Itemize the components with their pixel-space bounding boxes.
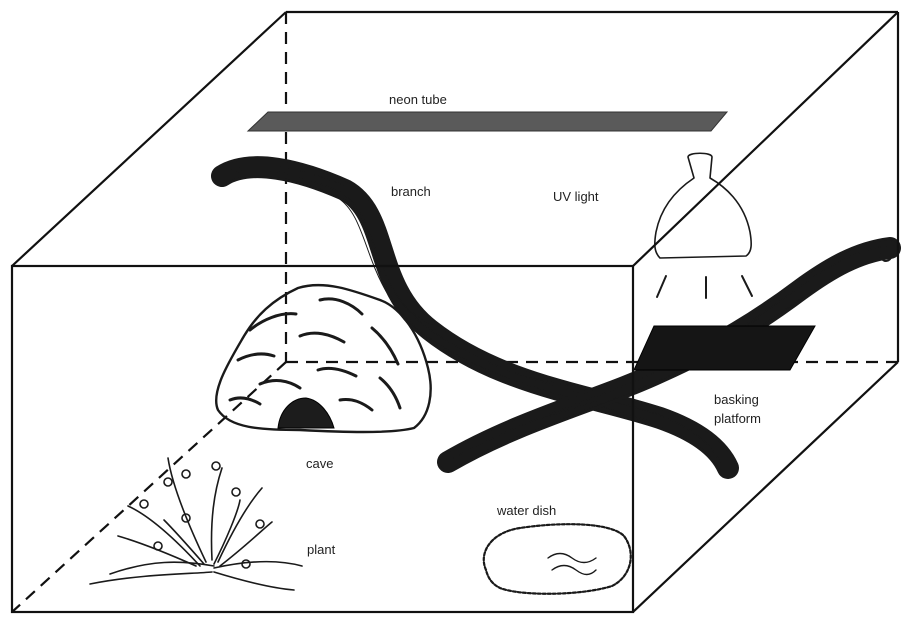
basking-platform xyxy=(634,326,815,370)
uv-ray-right xyxy=(742,276,752,296)
plant-flower xyxy=(182,470,190,478)
plant-flower xyxy=(232,488,240,496)
bottom-right-depth-edge xyxy=(633,362,898,612)
label-branch: branch xyxy=(391,184,431,199)
cave-opening xyxy=(278,398,334,428)
label-uv-light: UV light xyxy=(553,189,599,204)
top-left-depth-edge xyxy=(12,12,286,266)
uv-light-icon xyxy=(655,153,752,298)
water-dish xyxy=(484,524,631,594)
neon-tube xyxy=(248,112,727,131)
plant xyxy=(90,458,302,590)
plant-flower xyxy=(212,462,220,470)
plant-flower xyxy=(154,542,162,550)
plant-flower xyxy=(256,520,264,528)
label-plant: plant xyxy=(307,542,336,557)
label-water-dish: water dish xyxy=(496,503,556,518)
plant-flower xyxy=(164,478,172,486)
front-face xyxy=(12,266,633,612)
label-cave: cave xyxy=(306,456,333,471)
uv-ray-left xyxy=(657,276,666,297)
top-right-depth-edge xyxy=(633,12,898,266)
label-neon-tube: neon tube xyxy=(389,92,447,107)
label-basking-platform-line1: basking xyxy=(714,392,759,407)
plant-flower xyxy=(242,560,250,568)
plant-flower xyxy=(140,500,148,508)
label-basking-platform-line2: platform xyxy=(714,411,761,426)
